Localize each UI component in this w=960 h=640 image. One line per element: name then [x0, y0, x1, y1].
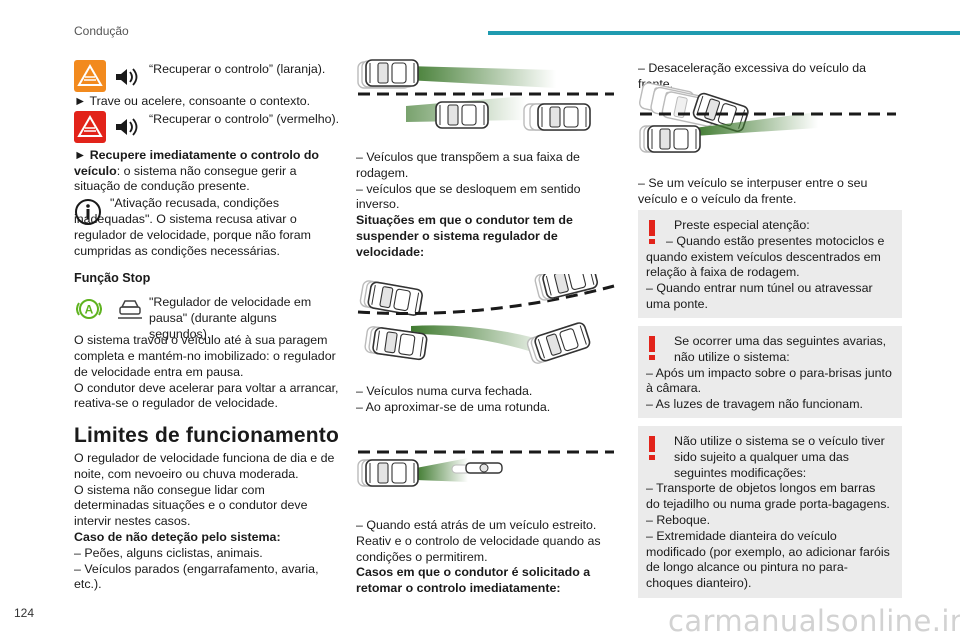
case-cut-in: – Se um veículo se interpuser entre o se… — [638, 176, 868, 206]
note-attention-line-1: – Quando estão presentes motociclos e qu… — [646, 233, 885, 280]
limits-heading: Limites de funcionamento — [74, 424, 339, 448]
column-3-cut-in: – Se um veículo se interpuser entre o se… — [638, 176, 902, 208]
recover-now-paragraph: ► Recupere imediatamente o controlo do v… — [74, 148, 340, 195]
stopped-text: O sistema travou o veículo até à sua par… — [74, 333, 336, 379]
note-faults: Se ocorrer uma das seguintes avarias, nã… — [638, 326, 902, 418]
orange-warning-icon — [74, 60, 106, 92]
note-modifications-line-1: – Transporte de objetos longos em barras… — [646, 481, 890, 512]
figure-lane-crossing — [357, 59, 614, 131]
no-detection-heading: Caso de não deteção pelo sistema: — [74, 529, 281, 544]
red-warning-icon — [74, 110, 106, 143]
column-2-top: – Veículos que transpõem a sua faixa de … — [356, 150, 618, 261]
limits-text-2: O sistema não consegue lidar com determi… — [74, 482, 308, 529]
case-narrow-vehicle: – Quando está atrás de um veículo estrei… — [356, 518, 597, 532]
warning-exclamation-icon — [648, 436, 656, 465]
column-2-mid: – Veículos numa curva fechada. – Ao apro… — [356, 384, 618, 416]
case-crossing-lane: – Veículos que transpõem a sua faixa de … — [356, 150, 580, 180]
activation-refused-block: "Ativação recusada, condições inadequada… — [74, 196, 340, 259]
motorcycle-icon — [451, 462, 503, 474]
reactivate-text: Reativ e o controlo de velocidade quando… — [356, 533, 601, 564]
page-number: 124 — [14, 606, 35, 620]
limits-text-1: O regulador de velocidade funciona de di… — [74, 450, 335, 481]
note-faults-line-2: – As luzes de travagem não funcionam. — [646, 397, 863, 412]
warning-exclamation-icon — [648, 220, 656, 249]
no-detection-item-2: – Veículos parados (engarrafamento, avar… — [74, 561, 319, 592]
case-opposite-direction: – veículos que se desloquem em sentido i… — [356, 181, 581, 212]
note-modifications-title: Não utilize o sistema se o veículo tiver… — [674, 434, 885, 480]
car-pause-icon — [116, 297, 144, 321]
header-accent-bar — [488, 31, 960, 35]
paused-row: A "Regulador de velocidade em pausa" (du… — [74, 293, 340, 341]
case-roundabout: – Ao aproximar-se de uma rotunda. — [356, 399, 551, 414]
orange-warning-row: “Recuperar o controlo” (laranja). — [74, 58, 340, 92]
resume-heading: Casos em que o condutor é solicitado a r… — [356, 565, 591, 596]
recover-now-rest: : o sistema não consegue gerir a situaçã… — [74, 163, 297, 194]
recover-red-text: “Recuperar o controlo” (vermelho). — [149, 111, 340, 126]
figure-cut-in — [638, 81, 896, 153]
suspend-heading: Situações em que o condutor tem de suspe… — [356, 213, 573, 259]
note-faults-line-1: – Após um impacto sobre o para-brisas ju… — [646, 365, 892, 396]
green-cruise-a-icon: A — [76, 297, 102, 321]
paused-text: "Regulador de velocidade em pausa" (dura… — [149, 295, 312, 341]
column-1: “Recuperar o controlo” (laranja). ► Trav… — [74, 58, 340, 593]
recover-now-bold: ► Recupere imediatamente o controlo do v… — [74, 147, 319, 178]
info-icon — [74, 198, 102, 226]
section-title: Condução — [74, 24, 129, 38]
chime-icon — [114, 66, 140, 88]
note-attention-title: Preste especial atenção: — [674, 218, 810, 232]
note-modifications-line-2: – Reboque. — [646, 512, 711, 527]
watermark-link[interactable]: carmanualsonline.info — [668, 604, 960, 638]
stop-function-heading: Função Stop — [74, 271, 151, 286]
svg-text:A: A — [85, 303, 94, 317]
note-modifications-line-3: – Extremidade dianteira do veículo modif… — [646, 528, 890, 591]
restart-text: O condutor deve acelerar para voltar a a… — [74, 380, 339, 411]
figure-tight-curve — [357, 274, 615, 366]
note-modifications: Não utilize o sistema se o veículo tiver… — [638, 426, 902, 598]
warning-exclamation-icon — [648, 336, 656, 365]
brake-accelerate-text: ► Trave ou acelere, consoante o contexto… — [74, 94, 311, 108]
case-tight-curve: – Veículos numa curva fechada. — [356, 384, 533, 398]
recover-orange-text: “Recuperar o controlo” (laranja). — [149, 62, 326, 76]
note-attention: Preste especial atenção: – Quando estão … — [638, 210, 902, 318]
note-faults-title: Se ocorrer uma das seguintes avarias, nã… — [674, 334, 887, 364]
red-warning-row: “Recuperar o controlo” (vermelho). — [74, 110, 340, 144]
no-detection-item-1: – Peões, alguns ciclistas, animais. — [74, 545, 263, 560]
activation-refused-text: "Ativação recusada, condições inadequada… — [74, 196, 311, 258]
figure-narrow-vehicle — [357, 450, 614, 487]
note-attention-line-2: – Quando entrar num túnel ou atravessar … — [646, 281, 873, 311]
chime-icon — [114, 116, 140, 138]
column-2-bottom: – Quando está atrás de um veículo estrei… — [356, 518, 618, 597]
